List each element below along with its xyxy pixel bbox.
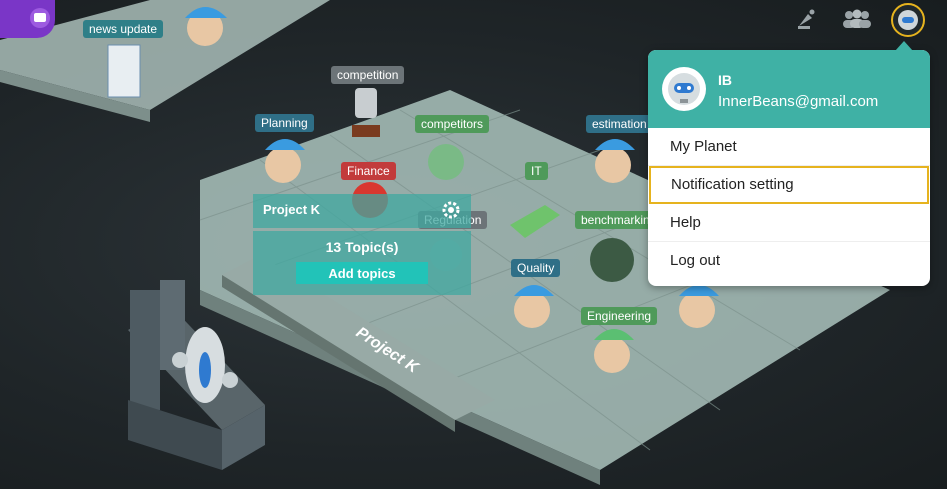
project-road [222, 255, 495, 420]
user-avatar [662, 67, 706, 111]
label-news-update[interactable]: news update [83, 20, 164, 38]
label-engineering[interactable]: Engineering [581, 307, 658, 325]
castle-launchpad [128, 280, 265, 470]
satellite-icon[interactable] [796, 8, 816, 35]
user-email: InnerBeans@gmail.com [718, 93, 879, 110]
chat-icon [30, 8, 50, 28]
user-menu: IB InnerBeans@gmail.com My Planet Notifi… [648, 41, 930, 286]
label-it[interactable]: IT [525, 162, 548, 180]
user-initials: IB [718, 72, 732, 88]
label-planning[interactable]: Planning [255, 114, 314, 132]
project-title: Project K [263, 202, 321, 217]
profile-avatar-button[interactable] [891, 3, 925, 37]
robot-avatar-icon [898, 10, 918, 30]
add-topics-button[interactable]: Add topics [296, 262, 428, 284]
menu-item-help[interactable]: Help [648, 204, 930, 242]
menu-item-my-planet[interactable]: My Planet [648, 128, 930, 166]
topic-count: 13 Topic(s) [325, 239, 399, 255]
platform-top-left [0, 0, 330, 110]
project-card-body: 13 Topic(s) Add topics [253, 231, 471, 295]
menu-item-log-out[interactable]: Log out [670, 252, 721, 269]
menu-item-notification-setting[interactable]: Notification setting [649, 166, 929, 204]
label-competitors[interactable]: competitors [415, 115, 490, 133]
label-quality[interactable]: Quality [511, 259, 561, 277]
label-finance[interactable]: Finance [341, 162, 396, 180]
gear-icon[interactable] [440, 199, 462, 226]
chat-bubble-button[interactable] [0, 0, 55, 38]
label-benchmarking[interactable]: benchmarking [575, 211, 663, 229]
label-estimation[interactable]: estimation [586, 115, 653, 133]
label-competition[interactable]: competition [331, 66, 405, 84]
project-card-header[interactable]: Project K [253, 194, 471, 228]
people-icon[interactable] [841, 9, 873, 34]
user-menu-header: IB InnerBeans@gmail.com [648, 50, 930, 128]
